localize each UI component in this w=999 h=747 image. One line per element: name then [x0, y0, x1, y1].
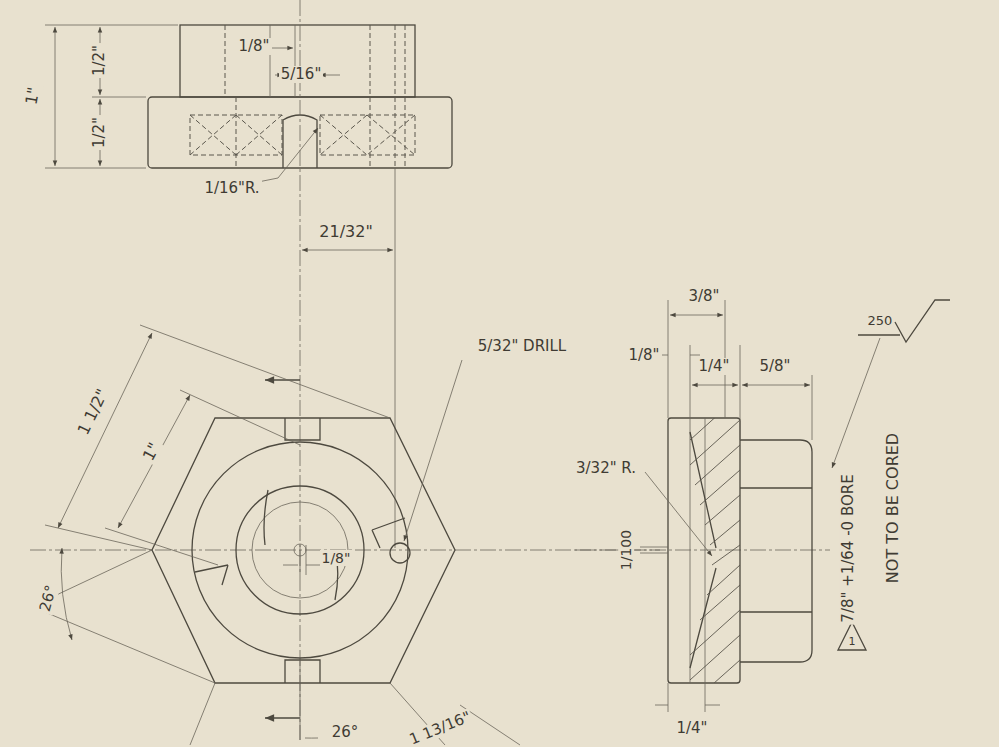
- section-view-part: [668, 418, 740, 683]
- dimension-label: 1/8": [626, 347, 661, 364]
- section-view-part: [660, 355, 700, 356]
- plan-view-part: [283, 545, 322, 575]
- plan-view-part: [285, 418, 320, 683]
- elevation-view: [45, 25, 452, 548]
- dimension-label: 1": [139, 438, 165, 465]
- section-view-part: [692, 385, 738, 386]
- note-text: NOT TO BE CORED: [884, 431, 902, 585]
- section-view-part: [670, 315, 723, 316]
- elevation-view-part: [258, 128, 318, 182]
- plan-view-part: [390, 543, 410, 563]
- elevation-view-part: [45, 25, 178, 168]
- section-view-part: [690, 432, 716, 668]
- dimension-label: 1/16"R.: [202, 180, 261, 197]
- dimension-label: 1/2": [91, 114, 108, 149]
- plan-view-part: [195, 518, 405, 585]
- plan-view-part: [305, 738, 318, 739]
- elevation-view-part: [370, 25, 405, 168]
- plan-view-part: [192, 442, 408, 658]
- elevation-view-part: [225, 25, 236, 168]
- elevation-view-part: [320, 115, 415, 155]
- dimension-label: 26°: [330, 724, 361, 741]
- note-text: 250: [866, 313, 895, 328]
- dimension-label: 1/8": [320, 550, 353, 566]
- elevation-view-part: [180, 25, 415, 97]
- center-line: [575, 550, 830, 551]
- plan-view-part: [152, 418, 455, 683]
- section-view-part: [690, 418, 740, 683]
- note-text: 7/8" +1/64 -0 BORE: [839, 472, 856, 624]
- section-view-part: [742, 385, 810, 386]
- section-view-part: [668, 300, 812, 440]
- plan-view-part: [265, 379, 300, 380]
- section-view: [640, 300, 950, 712]
- elevation-view-part: [302, 250, 393, 251]
- elevation-view-part: [270, 25, 295, 97]
- dimension-label: 1 1/2": [73, 385, 112, 440]
- dimension-label: 1/100: [618, 528, 634, 572]
- plan-view-part: [58, 333, 152, 528]
- dimension-label: 21/32": [317, 223, 374, 241]
- dimension-label: 1 13/16": [405, 707, 475, 747]
- elevation-view-part: [55, 27, 56, 166]
- elevation-view-part: [395, 168, 396, 548]
- plan-view-part: [404, 360, 462, 541]
- plan-view-part: [118, 395, 190, 528]
- section-view-part: [838, 622, 866, 650]
- dimension-label: 26°: [36, 581, 60, 615]
- section-view-part: [832, 338, 880, 468]
- plan-view-part: [61, 548, 72, 640]
- section-view-part: [740, 488, 812, 612]
- section-view-part: [740, 440, 812, 662]
- dimension-label: 1": [22, 84, 43, 108]
- plan-view-part: [45, 325, 390, 565]
- plan-view-part: [264, 490, 338, 600]
- section-view-part: [645, 472, 712, 556]
- dimension-label: 1/4": [674, 720, 709, 737]
- dimension-label: 1/4": [696, 358, 731, 375]
- plan-view-part: [236, 486, 364, 614]
- elevation-view-part: [320, 115, 415, 155]
- dimension-label: 5/8": [757, 358, 792, 375]
- revision-mark: 1: [847, 635, 858, 648]
- section-view-part: [640, 547, 668, 553]
- section-view-part-part: [690, 565, 740, 683]
- dimension-label: 3/8": [686, 288, 721, 305]
- section-view-part-part: [690, 418, 740, 565]
- center-line: [300, 0, 301, 740]
- elevation-view-part: [268, 48, 293, 49]
- dimension-label: 5/16": [279, 66, 324, 83]
- plan-view: [40, 325, 520, 745]
- section-view-part: [858, 300, 950, 342]
- plan-view-part: [265, 717, 300, 718]
- dimension-label: 1/8": [236, 38, 271, 55]
- dimension-label: 3/32" R.: [574, 460, 638, 477]
- dimension-label: 5/32" DRILL: [476, 338, 568, 355]
- section-view-part: [655, 683, 720, 712]
- dimension-label: 1/2": [91, 42, 108, 77]
